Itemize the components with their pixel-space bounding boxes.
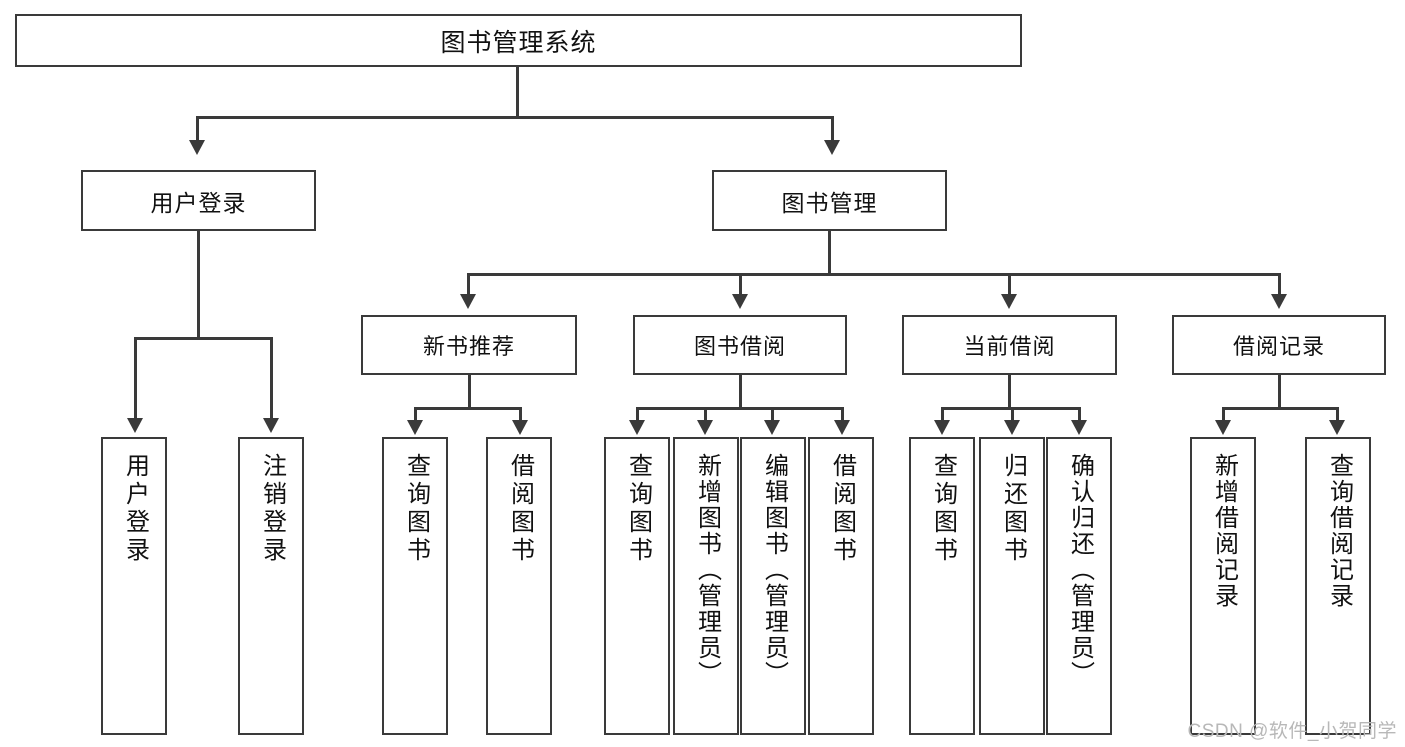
- node-label: 图书管理系统: [440, 28, 597, 57]
- node-label: 新书推荐: [422, 334, 515, 359]
- arrowhead-borrow-record: [1271, 294, 1287, 309]
- leaf-cb-return-book[interactable]: 归还图书: [979, 437, 1045, 735]
- leaf-label: 借阅图书: [828, 453, 856, 565]
- arrowhead-nbr-query-book: [407, 420, 423, 435]
- leaf-br-add-record[interactable]: 新增借阅记录: [1190, 437, 1256, 735]
- connector-root-bus: [196, 116, 834, 119]
- arrowhead-bb-query-book: [629, 420, 645, 435]
- node-book-borrow[interactable]: 图书借阅: [633, 315, 847, 375]
- connector-bm-to-borrow-record: [1278, 273, 1281, 301]
- arrowhead-cb-confirm-return: [1071, 420, 1087, 435]
- connector-bb-leaf-3: [771, 407, 774, 425]
- connector-bm-to-current-borrow: [1008, 273, 1011, 301]
- connector-user-login-leaf-2: [270, 337, 273, 423]
- connector-nbr-leaf-2: [519, 407, 522, 425]
- leaf-logout[interactable]: 注销登录: [238, 437, 304, 735]
- connector-root-trunk: [516, 67, 519, 117]
- node-new-book-recommend[interactable]: 新书推荐: [361, 315, 577, 375]
- connector-book-management-bus: [467, 273, 1281, 276]
- connector-root-to-book-management: [831, 116, 834, 148]
- arrowhead-user-login: [189, 140, 205, 155]
- connector-bb-leaf-1: [636, 407, 639, 425]
- connector-user-login-leaf-1: [134, 337, 137, 423]
- connector-cb-leaf-3: [1078, 407, 1081, 425]
- connector-bb-leaf-4: [841, 407, 844, 425]
- arrowhead-bb-borrow-book: [834, 420, 850, 435]
- arrowhead-cb-query-book: [934, 420, 950, 435]
- leaf-label: 新增图书（管理员）: [693, 453, 721, 687]
- leaf-label: 用户登录: [121, 453, 149, 565]
- connector-user-login-trunk: [197, 231, 200, 339]
- leaf-user-login[interactable]: 用户登录: [101, 437, 167, 735]
- node-book-management[interactable]: 图书管理: [712, 170, 947, 231]
- connector-br-leaf-1: [1222, 407, 1225, 425]
- leaf-br-query-record[interactable]: 查询借阅记录: [1305, 437, 1371, 735]
- node-label: 图书管理: [781, 189, 878, 216]
- leaf-bb-query-book[interactable]: 查询图书: [604, 437, 670, 735]
- arrowhead-cb-return-book: [1004, 420, 1020, 435]
- connector-bb-leaf-2: [704, 407, 707, 425]
- leaf-label: 查询借阅记录: [1325, 453, 1353, 609]
- connector-bm-to-new-book: [467, 273, 470, 301]
- node-root-book-management-system[interactable]: 图书管理系统: [15, 14, 1022, 67]
- arrowhead-book-management: [824, 140, 840, 155]
- connector-cb-trunk: [1008, 375, 1011, 409]
- connector-nbr-leaf-1: [414, 407, 417, 425]
- leaf-label: 查询图书: [402, 453, 430, 565]
- arrowhead-current-borrow: [1001, 294, 1017, 309]
- node-label: 借阅记录: [1232, 334, 1325, 359]
- connector-bb-bus: [636, 407, 844, 410]
- leaf-cb-query-book[interactable]: 查询图书: [909, 437, 975, 735]
- arrowhead-nbr-borrow-book: [512, 420, 528, 435]
- arrowhead-book-borrow: [732, 294, 748, 309]
- connector-cb-leaf-1: [941, 407, 944, 425]
- leaf-label: 新增借阅记录: [1210, 453, 1238, 609]
- leaf-label: 归还图书: [999, 453, 1027, 565]
- leaf-label: 查询图书: [624, 453, 652, 565]
- node-label: 用户登录: [150, 189, 247, 216]
- connector-nbr-trunk: [468, 375, 471, 409]
- connector-root-to-user-login: [196, 116, 199, 148]
- connector-br-bus: [1222, 407, 1339, 410]
- arrowhead-leaf-logout: [263, 418, 279, 433]
- leaf-bb-borrow-book[interactable]: 借阅图书: [808, 437, 874, 735]
- arrowhead-br-query-record: [1329, 420, 1345, 435]
- connector-book-management-trunk: [828, 231, 831, 275]
- node-current-borrow[interactable]: 当前借阅: [902, 315, 1117, 375]
- arrowhead-bb-edit-book: [764, 420, 780, 435]
- connector-bm-to-book-borrow: [739, 273, 742, 301]
- leaf-label: 注销登录: [258, 453, 286, 565]
- arrowhead-bb-add-book: [697, 420, 713, 435]
- leaf-cb-confirm-return[interactable]: 确认归还（管理员）: [1046, 437, 1112, 735]
- arrowhead-br-add-record: [1215, 420, 1231, 435]
- connector-cb-leaf-2: [1011, 407, 1014, 425]
- node-borrow-record[interactable]: 借阅记录: [1172, 315, 1386, 375]
- node-label: 当前借阅: [963, 334, 1056, 359]
- node-label: 图书借阅: [693, 334, 786, 359]
- leaf-label: 编辑图书（管理员）: [760, 453, 788, 687]
- csdn-watermark: CSDN @软件_小贺同学: [1187, 721, 1397, 742]
- connector-nbr-bus: [414, 407, 522, 410]
- connector-br-leaf-2: [1336, 407, 1339, 425]
- leaf-nbr-borrow-book[interactable]: 借阅图书: [486, 437, 552, 735]
- leaf-nbr-query-book[interactable]: 查询图书: [382, 437, 448, 735]
- arrowhead-new-book-recommend: [460, 294, 476, 309]
- node-user-login[interactable]: 用户登录: [81, 170, 316, 231]
- leaf-label: 确认归还（管理员）: [1066, 453, 1094, 687]
- leaf-label: 查询图书: [929, 453, 957, 565]
- connector-bb-trunk: [739, 375, 742, 409]
- arrowhead-leaf-user-login: [127, 418, 143, 433]
- leaf-label: 借阅图书: [506, 453, 534, 565]
- leaf-bb-add-book[interactable]: 新增图书（管理员）: [673, 437, 739, 735]
- connector-br-trunk: [1278, 375, 1281, 409]
- leaf-bb-edit-book[interactable]: 编辑图书（管理员）: [740, 437, 806, 735]
- connector-user-login-bus: [134, 337, 273, 340]
